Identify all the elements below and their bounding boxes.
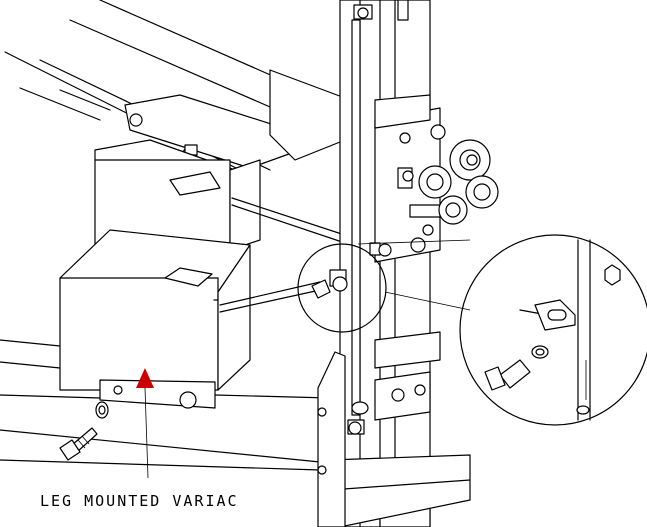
air-fitting <box>369 242 392 257</box>
base-plate <box>329 454 471 527</box>
caption-label: LEG MOUNTED VARIAC <box>40 492 239 510</box>
guide-rod <box>347 19 369 435</box>
guide-rollers <box>402 139 499 225</box>
detail-leader-lines <box>357 239 471 311</box>
detail-callout-large <box>459 234 647 426</box>
front-variac-box <box>59 197 361 391</box>
detail-callout-small <box>297 243 387 333</box>
callout-arrowhead <box>136 368 154 388</box>
roller-carriage <box>374 94 446 263</box>
lower-frame-rails <box>0 339 331 471</box>
side-gusset <box>317 351 346 527</box>
bracket-bolt <box>129 113 143 127</box>
callout-arrow <box>136 368 154 479</box>
bolt-washer-assembly <box>59 401 109 461</box>
mounting-bracket <box>99 379 216 409</box>
lower-slide-block <box>374 331 441 421</box>
